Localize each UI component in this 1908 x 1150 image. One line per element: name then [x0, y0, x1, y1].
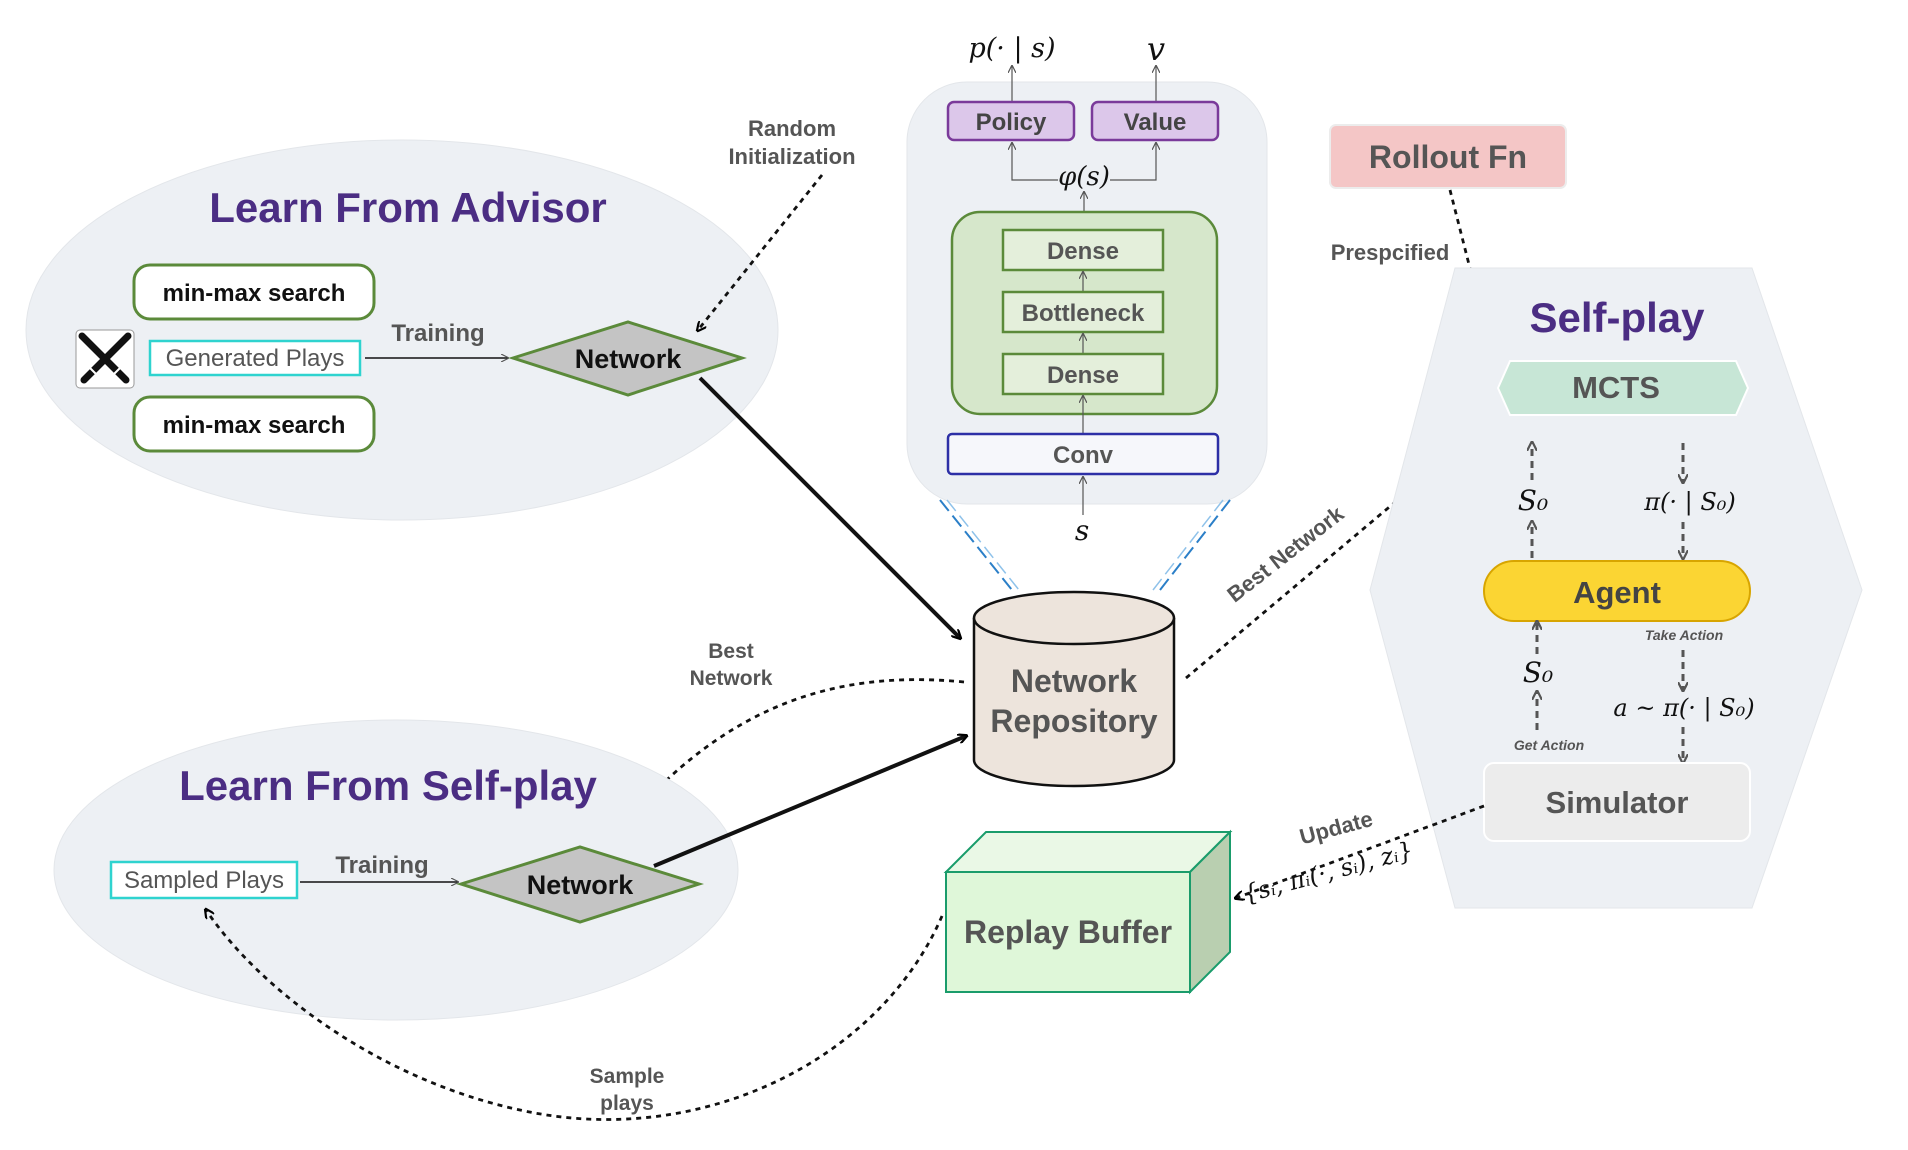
value-label: Value: [1124, 109, 1187, 136]
bottleneck-box: [1001, 290, 1165, 334]
input-label: s: [1075, 514, 1089, 547]
advisor-network-diamond: [508, 320, 747, 397]
search-box-top: [132, 263, 376, 321]
network-repository-cylinder: [972, 590, 1176, 788]
generated-plays-box: [148, 339, 362, 377]
get-action-label: Get Action: [1514, 737, 1584, 753]
selfplay-network-label: Network: [527, 870, 635, 900]
replay-buffer-label: Replay Buffer: [964, 914, 1172, 950]
value-output-label: v: [1147, 30, 1165, 68]
zoom-line-right: [1159, 499, 1231, 591]
sampled-plays-box: [109, 860, 299, 900]
mcts-label: MCTS: [1572, 370, 1660, 405]
selfplay-to-repo-arrow: [653, 736, 966, 868]
phi-label: φ(s): [1058, 162, 1110, 192]
generated-plays-label: Generated Plays: [166, 345, 345, 372]
random-init-arrow: [698, 174, 824, 330]
phi-to-policy-arrow: [1012, 143, 1058, 181]
dense-top-label: Dense: [1047, 238, 1119, 265]
random-init-line1: Random: [748, 116, 836, 141]
dense-bottom-box: [1001, 352, 1165, 396]
zoom-line-right-2: [1152, 499, 1224, 591]
sample-plays-line1: Sample: [590, 1065, 665, 1088]
bottleneck-label: Bottleneck: [1022, 300, 1145, 327]
value-box: [1090, 100, 1220, 142]
prespecified-label: Prespcified: [1331, 240, 1450, 265]
search-bottom-label: min-max search: [163, 412, 346, 439]
crossed-swords-icon: [75, 329, 135, 389]
dense-top-box: [1001, 228, 1165, 272]
dense-bottom-label: Dense: [1047, 362, 1119, 389]
advisor-network-label: Network: [575, 344, 683, 374]
selfplay-learn-ellipse: [53, 719, 739, 1021]
best-network-left-line1: Best: [708, 640, 754, 663]
policy-label: Policy: [976, 109, 1047, 136]
zoom-line-left-2: [946, 499, 1020, 591]
advisor-to-repo-arrow: [698, 376, 960, 638]
update-label: Update: [1297, 806, 1375, 849]
search-top-label: min-max search: [163, 280, 346, 307]
advisor-title: Learn From Advisor: [209, 184, 607, 231]
selfplay-title: Self-play: [1529, 294, 1705, 341]
pi-down-label: π(· | S₀): [1643, 488, 1736, 517]
sample-plays-line2: plays: [600, 1092, 654, 1115]
best-network-left-line2: Network: [690, 667, 773, 690]
action-label: a ~ π(· | S₀): [1613, 694, 1754, 723]
phi-to-value-arrow: [1110, 143, 1156, 181]
s0-up-label: S₀: [1518, 484, 1548, 517]
s0-get-label: S₀: [1523, 656, 1553, 689]
advisor-training-label: Training: [391, 320, 484, 347]
replay-buffer-box: [943, 829, 1233, 995]
simulator-box: [1483, 762, 1751, 842]
policy-output-label: p(· | s): [968, 33, 1055, 64]
zoom-line-left: [939, 499, 1013, 591]
selfplay-training-label: Training: [335, 852, 428, 879]
agent-box: [1483, 560, 1751, 622]
agent-label: Agent: [1573, 575, 1661, 610]
conv-label: Conv: [1053, 442, 1114, 469]
repository-line1: Network: [1011, 663, 1137, 699]
mcts-box: [1496, 360, 1750, 416]
sampled-plays-label: Sampled Plays: [124, 867, 284, 894]
simulator-to-replay-arrow: [1236, 804, 1485, 898]
take-action-label: Take Action: [1645, 627, 1723, 643]
simulator-label: Simulator: [1546, 785, 1689, 820]
random-init-line2: Initialization: [728, 144, 855, 169]
rollout-label: Rollout Fn: [1369, 139, 1527, 175]
policy-box: [946, 100, 1076, 142]
selfplay-learn-title: Learn From Self-play: [179, 762, 597, 809]
selfplay-network-diamond: [456, 845, 704, 924]
conv-box: [946, 432, 1220, 476]
search-box-bottom: [132, 395, 376, 453]
rollout-box: [1329, 124, 1567, 189]
best-network-right-label: Best Network: [1222, 500, 1349, 607]
update-tuple-label: {sᵢ, πᵢ(·, sᵢ), zᵢ}: [1240, 836, 1416, 908]
repository-line2: Repository: [990, 703, 1157, 739]
